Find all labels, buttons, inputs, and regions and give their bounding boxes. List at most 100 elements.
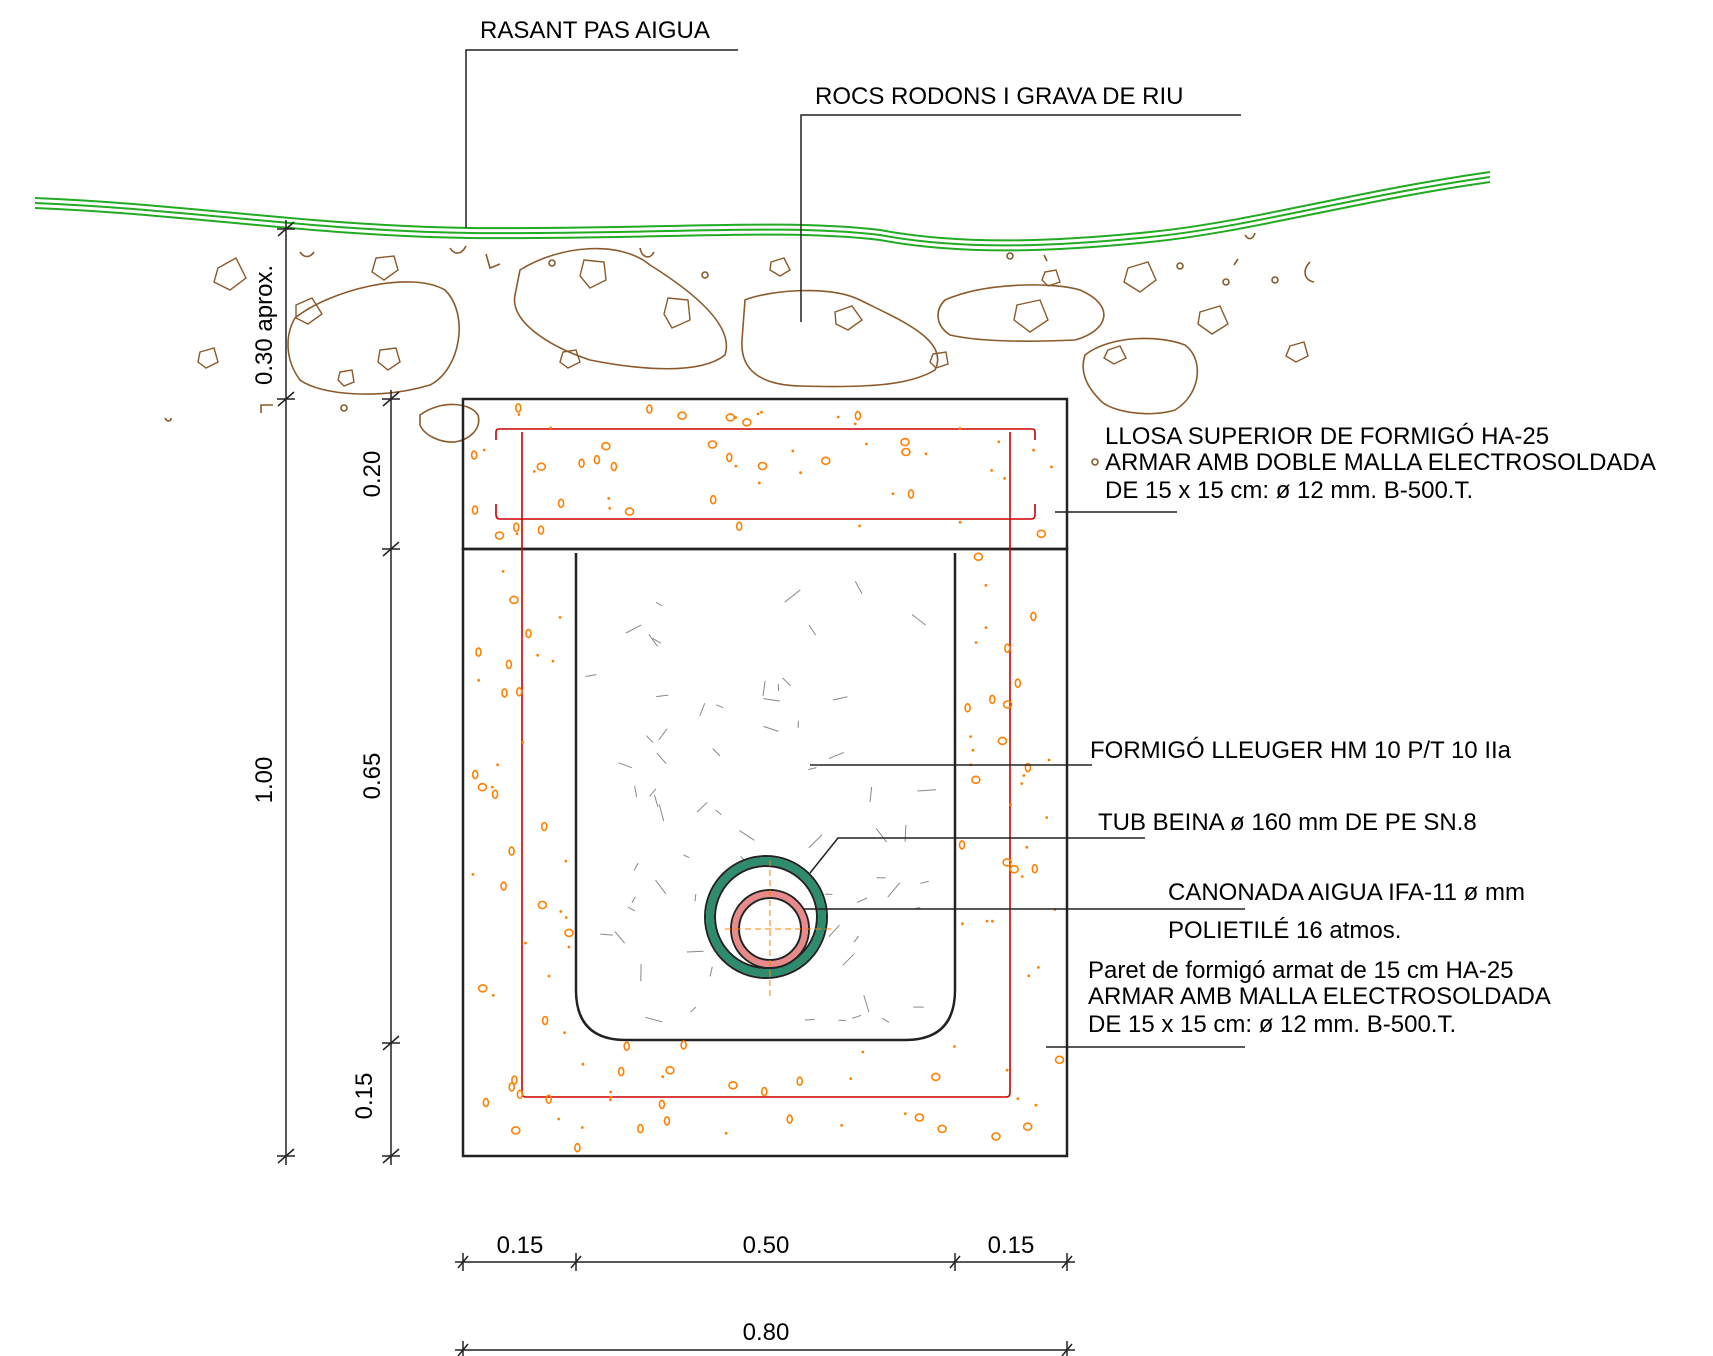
light-concrete-hatch <box>856 897 868 903</box>
aggregate-stone <box>1031 863 1039 874</box>
aggregate-stone <box>907 489 915 499</box>
aggregate-dot <box>961 922 964 926</box>
aggregate-pebble <box>1002 858 1012 867</box>
aggregate-dot <box>1037 966 1040 969</box>
aggregate-dot <box>969 735 973 738</box>
light-concrete-hatch <box>869 786 873 803</box>
label-canonada-line-1: CANONADA AIGUA IFA-11 ø mm <box>1168 879 1525 906</box>
aggregate-stone <box>470 450 478 460</box>
aggregate-dot <box>991 919 994 923</box>
label-rasant: RASANT PAS AIGUA <box>480 17 710 44</box>
aggregate-pebble <box>510 1126 521 1135</box>
aggregate-dot <box>471 873 475 876</box>
aggregate-dot <box>1016 1097 1020 1100</box>
aggregate-pebble <box>1054 1055 1065 1065</box>
aggregate-dot <box>985 919 989 923</box>
light-concrete-hatch <box>653 794 659 808</box>
aggregate-stone <box>578 458 585 469</box>
rock-fill-layer <box>164 232 1315 466</box>
aggregate-dot <box>990 469 993 472</box>
aggregate-dot <box>607 497 611 500</box>
aggregate-dot <box>865 442 868 446</box>
dim-slab-thickness: 0.20 <box>359 451 386 498</box>
aggregate-pebble <box>741 418 752 427</box>
aggregate-stone <box>637 1123 644 1134</box>
label-paret-line-1: Paret de formigó armat de 15 cm HA-25 <box>1088 957 1514 984</box>
wall-outline <box>461 547 1069 1158</box>
light-concrete-hatch <box>656 752 667 765</box>
aggregate-dot <box>1050 465 1053 469</box>
aggregate-dot <box>1022 774 1026 777</box>
aggregate-stone <box>501 688 508 698</box>
light-concrete-hatch <box>627 906 636 912</box>
aggregate-stone <box>623 1041 631 1052</box>
light-concrete-hatch <box>645 1016 663 1023</box>
light-concrete-hatch <box>652 637 662 644</box>
aggregate-dot <box>609 1090 613 1094</box>
light-concrete-hatch <box>863 995 870 1013</box>
aggregate-pebble <box>601 441 611 451</box>
label-paret-line-2: ARMAR AMB MALLA ELECTROSOLDADA <box>1088 983 1551 1010</box>
aggregate-dot <box>984 626 988 629</box>
aggregate-dot <box>1047 758 1051 762</box>
light-concrete-hatch <box>911 614 926 626</box>
aggregate-pebble <box>973 552 984 562</box>
light-concrete-hatch <box>739 830 755 841</box>
leader-lines <box>465 49 1245 1048</box>
boulder <box>741 289 939 388</box>
light-concrete-hatch <box>600 933 613 936</box>
aggregate-stone <box>593 454 601 465</box>
light-concrete-hatch <box>854 581 863 595</box>
aggregate-stone <box>1024 762 1032 773</box>
aggregate-pebble <box>1036 529 1047 539</box>
label-rocs: ROCS RODONS I GRAVA DE RIU <box>815 83 1184 110</box>
aggregate-dot <box>724 1131 728 1135</box>
aggregate-stone <box>515 686 523 697</box>
light-concrete-hatch <box>853 935 859 943</box>
aggregate-dot <box>924 452 928 456</box>
dim-base-thickness: 0.15 <box>351 1073 378 1120</box>
dim-channel-width: 0.50 <box>743 1232 790 1259</box>
light-concrete-hatch <box>625 624 642 634</box>
boulder <box>937 284 1105 342</box>
aggregate-dot <box>491 993 495 997</box>
aggregate-dot <box>564 859 568 863</box>
aggregate-pebble <box>624 507 635 516</box>
light-concrete-hatch <box>683 854 690 859</box>
aggregate-dot <box>858 524 861 528</box>
aggregate-dot <box>836 415 840 419</box>
aggregate-dot <box>482 448 486 452</box>
light-concrete-hatch <box>808 767 817 771</box>
light-concrete-hatch <box>585 674 597 677</box>
light-concrete-hatch <box>614 931 626 944</box>
light-concrete-hatch <box>690 1006 697 1013</box>
aggregate-stone <box>1003 643 1011 654</box>
aggregate-stone <box>760 1086 768 1097</box>
light-concrete-hatch <box>887 882 901 898</box>
light-concrete-hatch <box>784 589 801 603</box>
light-concrete-hatch <box>649 788 657 797</box>
aggregate-pebble <box>677 411 687 421</box>
aggregate-dot <box>490 785 494 789</box>
aggregate-pebble <box>1002 700 1013 709</box>
dim-channel-height: 0.65 <box>359 753 386 800</box>
pipe-centerlines <box>725 860 835 1000</box>
aggregate-pebble <box>477 984 488 993</box>
dimension-lines <box>277 220 1075 1356</box>
dim-left-wall: 0.15 <box>497 1232 544 1259</box>
light-concrete-hatch <box>828 751 844 760</box>
aggregate-stone <box>854 410 862 421</box>
aggregate-dot <box>1020 782 1024 785</box>
light-concrete-hatch <box>709 966 713 977</box>
light-concrete-hatch <box>762 680 766 697</box>
aggregate-stone <box>491 789 499 800</box>
aggregate-dot <box>1034 1103 1038 1107</box>
aggregate-stone <box>514 403 522 413</box>
aggregate-stone <box>680 1040 687 1050</box>
aggregate-dot <box>760 410 763 414</box>
aggregate-pebble <box>1009 864 1020 874</box>
aggregate-dot <box>1027 974 1031 978</box>
aggregate-dot <box>757 481 761 485</box>
light-concrete-hatch <box>804 1019 815 1021</box>
light-concrete-hatch <box>715 809 722 816</box>
